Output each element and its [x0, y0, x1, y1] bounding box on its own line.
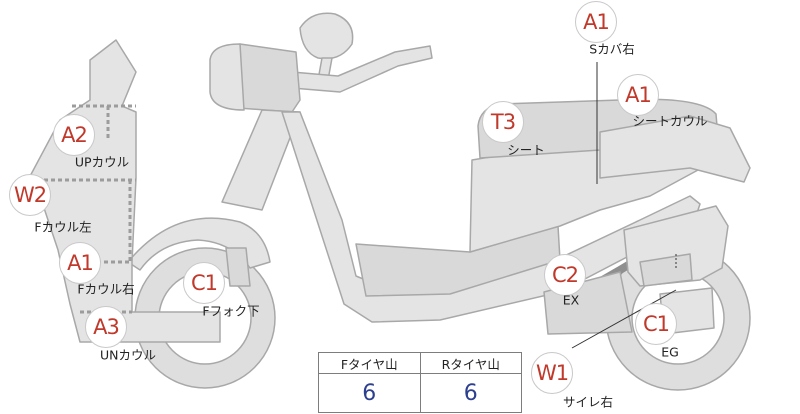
leader-muffler [571, 289, 677, 349]
handlebar [291, 45, 433, 93]
marker-f-cowl-left: W2 [9, 174, 51, 216]
part-label: シート [507, 142, 545, 158]
part-label: サイレ右 [562, 394, 614, 410]
marker-un-cowl: A3 [85, 306, 127, 348]
table-row: 6 6 [318, 373, 522, 413]
grade-badge: A1 [617, 74, 659, 116]
headlight-frame [237, 43, 301, 113]
part-label: シートカウル [632, 113, 708, 129]
front-tire-tread-header: Fタイヤ山 [318, 352, 421, 374]
marker-muffler-right: W1 [531, 352, 573, 394]
table-header-row: Fタイヤ山 Rタイヤ山 [318, 352, 522, 374]
marker-seat-cowl: A1 [617, 74, 659, 116]
part-label: EX [562, 292, 580, 308]
marker-s-cover-right: A1 [575, 1, 617, 43]
marker-engine: C1 [635, 303, 677, 345]
part-label: UPカウル [74, 154, 130, 170]
grade-badge: T3 [482, 101, 524, 143]
grade-badge: C1 [183, 262, 225, 304]
engine-case [639, 253, 693, 287]
grade-badge: A2 [53, 114, 95, 156]
part-label: Fフォク下 [202, 303, 260, 319]
part-label: EG [661, 344, 679, 360]
rear-tire-tread-value: 6 [419, 373, 522, 413]
grade-badge: W1 [531, 352, 573, 394]
marker-exhaust: C2 [544, 254, 586, 296]
grade-badge: C1 [635, 303, 677, 345]
marker-seat: T3 [482, 101, 524, 143]
front-tire-tread-value: 6 [318, 373, 421, 413]
front-fork-upper [225, 247, 251, 287]
tail-cowl [599, 115, 751, 183]
front-fender [127, 217, 271, 271]
headlight-lens [209, 43, 245, 111]
marker-f-fork-lower: C1 [183, 262, 225, 304]
part-label: UNカウル [100, 347, 156, 363]
tire-tread-table: Fタイヤ山 Rタイヤ山 6 6 [318, 352, 522, 413]
rear-tire-tread-header: Rタイヤ山 [419, 352, 522, 374]
marker-up-cowl: A2 [53, 114, 95, 156]
grade-badge: C2 [544, 254, 586, 296]
grade-badge: A1 [575, 1, 617, 43]
part-label: Sカバ右 [589, 41, 635, 57]
marker-f-cowl-right: A1 [59, 242, 101, 284]
grade-badge: W2 [9, 174, 51, 216]
part-label: Fカウル右 [77, 281, 135, 297]
part-label: Fカウル左 [34, 219, 92, 235]
grade-badge: A1 [59, 242, 101, 284]
mirror [299, 12, 354, 60]
grade-badge: A3 [85, 306, 127, 348]
